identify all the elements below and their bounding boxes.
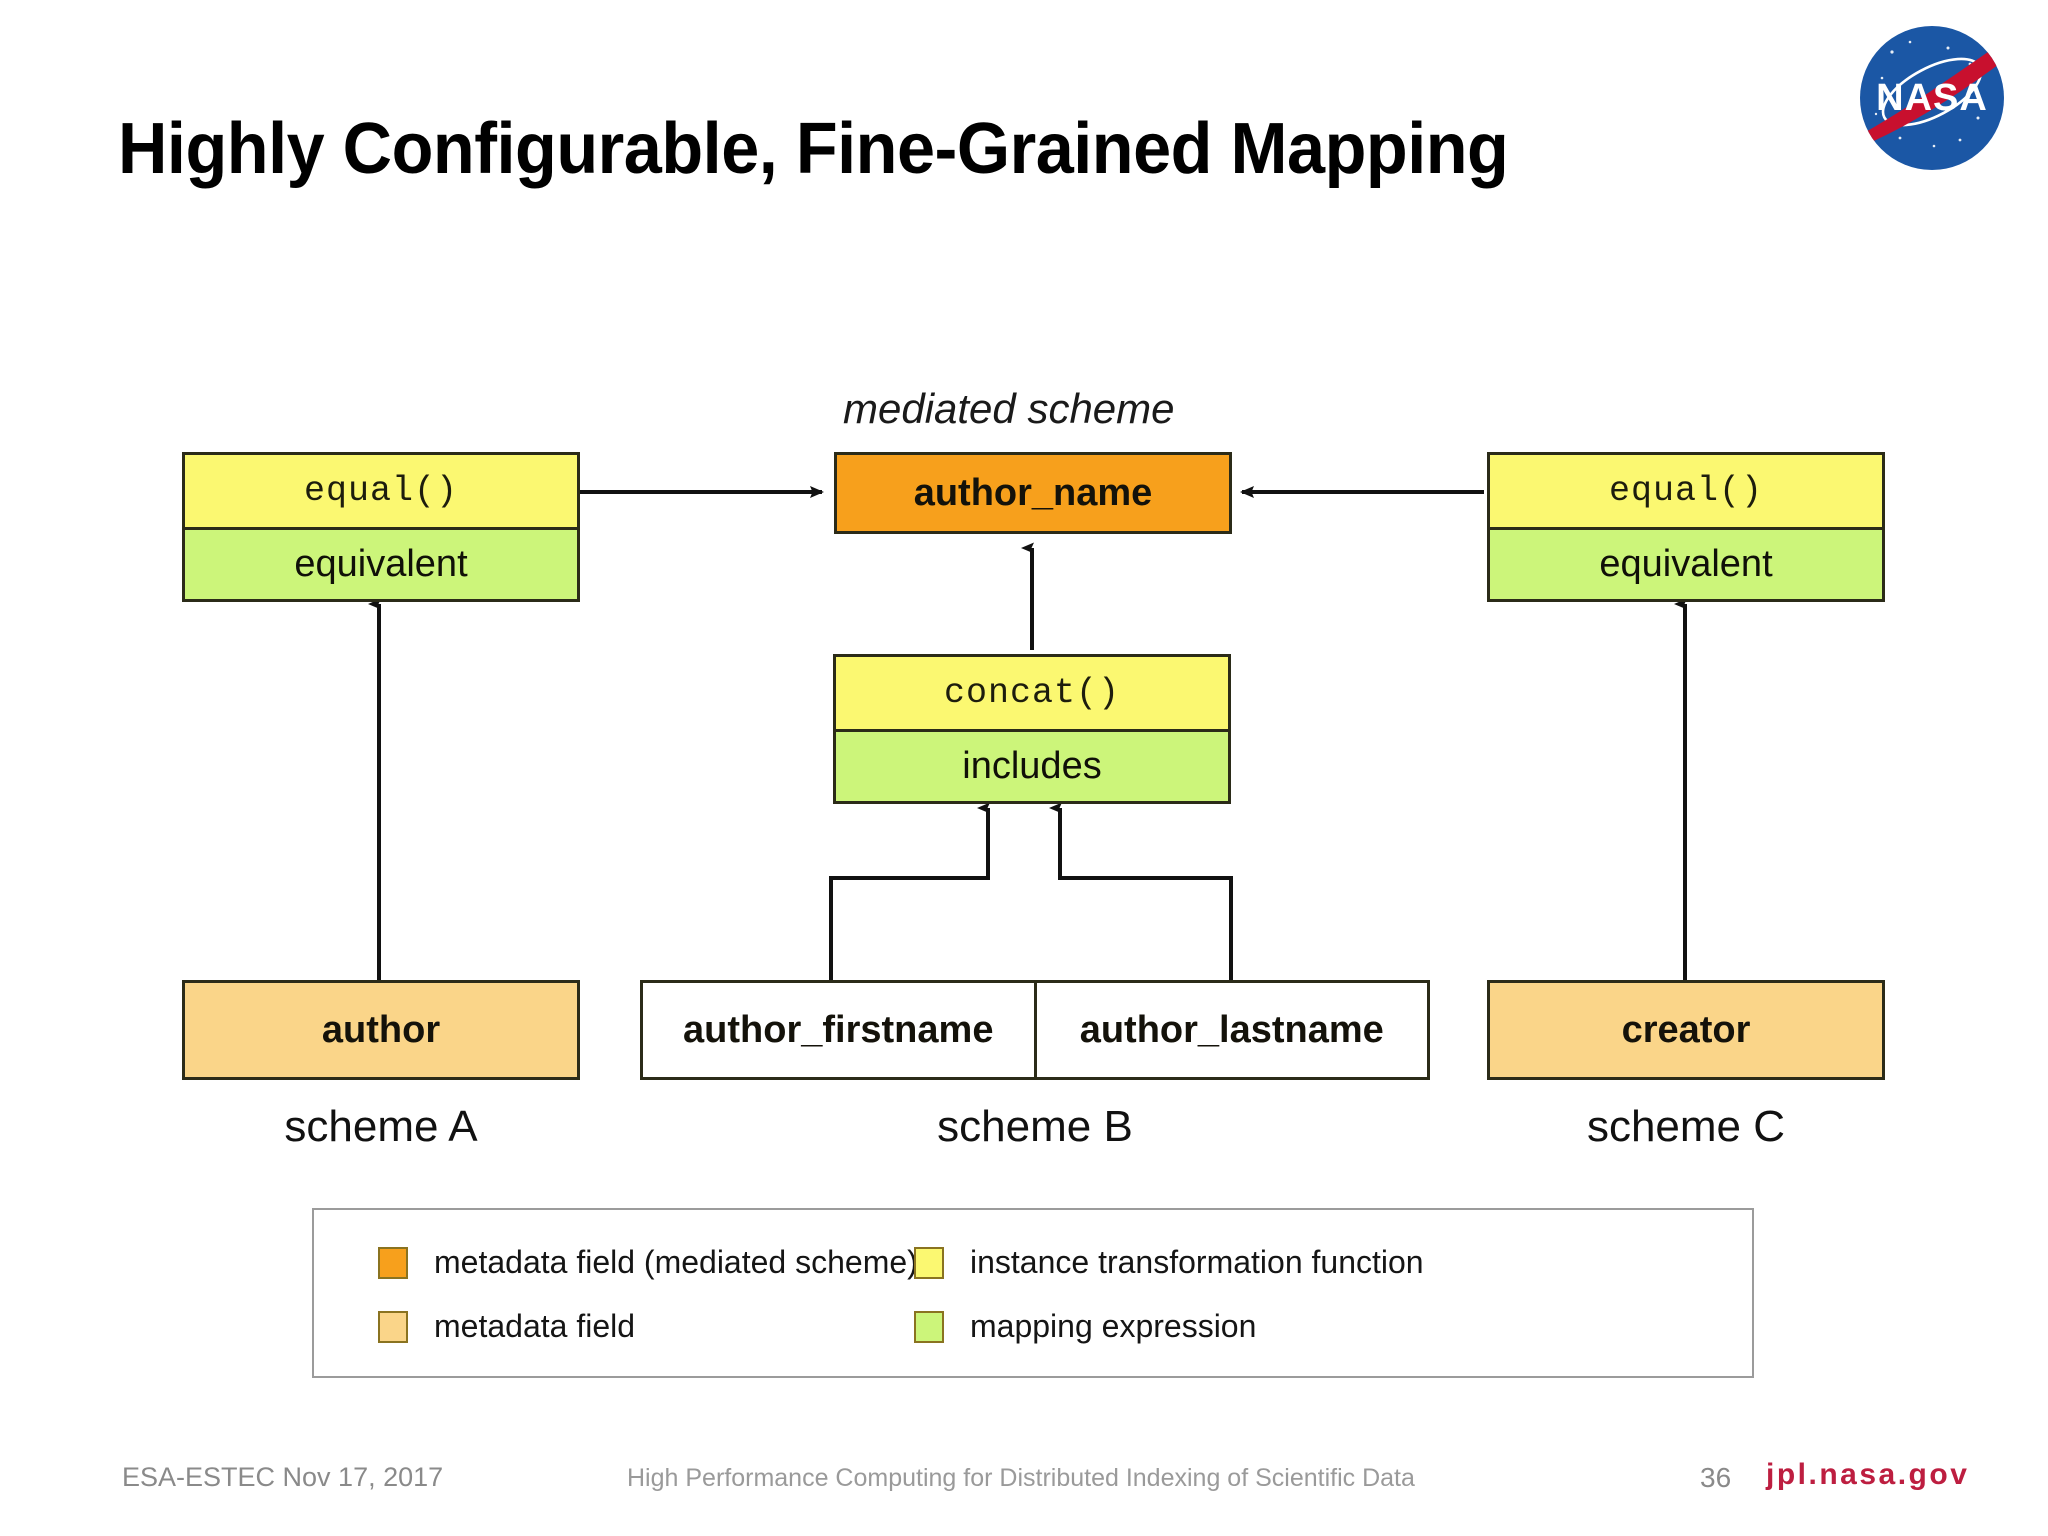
legend-label-mapping-expression: mapping expression <box>970 1308 1257 1344</box>
legend-swatch-mapping-expression <box>914 1310 944 1343</box>
legend: metadata field (mediated scheme) metadat… <box>312 1208 1754 1378</box>
node-field-author[interactable]: author <box>182 980 580 1080</box>
scheme-label-a: scheme A <box>284 1102 478 1151</box>
mapping-right-expression: equivalent <box>1490 527 1882 599</box>
footer-presentation-title: High Performance Computing for Distribut… <box>627 1464 1415 1492</box>
nasa-logo-svg: NASA <box>1860 26 2004 170</box>
legend-swatch-metadata-field <box>378 1310 408 1343</box>
mediated-scheme-label: mediated scheme <box>843 385 1175 432</box>
scheme-label-b: scheme B <box>937 1102 1133 1151</box>
mapping-center-function: concat() <box>836 657 1228 729</box>
node-field-author-label: author <box>321 1008 441 1051</box>
legend-swatch-mediated-field <box>378 1246 408 1279</box>
mapping-left-function: equal() <box>185 455 577 527</box>
mapping-right-function: equal() <box>1490 455 1882 527</box>
mapping-center-expression: includes <box>836 729 1228 801</box>
node-field-group-schemeB[interactable]: author_firstname author_lastname <box>640 980 1430 1080</box>
legend-swatch-transformation-function <box>914 1246 944 1279</box>
footer-url[interactable]: jpl.nasa.gov <box>1766 1458 1970 1491</box>
legend-label-transformation-function: instance transformation function <box>970 1244 1424 1280</box>
nasa-meatball-logo: NASA <box>1852 18 2012 178</box>
logo-swoosh <box>1860 34 2004 146</box>
mapping-left-expression: equivalent <box>185 527 577 599</box>
footer-event-date: ESA-ESTEC Nov 17, 2017 <box>122 1462 444 1492</box>
node-author-name-label: author_name <box>913 471 1153 514</box>
page-title: Highly Configurable, Fine-Grained Mappin… <box>118 109 1509 189</box>
connector-lastname-to-includes <box>1060 808 1233 980</box>
legend-item-mapping-expression: mapping expression <box>914 1308 1256 1345</box>
node-author-name[interactable]: author_name <box>834 452 1232 534</box>
legend-item-mediated-field: metadata field (mediated scheme) <box>378 1244 918 1281</box>
node-mapping-center[interactable]: concat() includes <box>833 654 1231 804</box>
logo-wordmark: NASA <box>1876 77 1988 119</box>
node-field-author-firstname[interactable]: author_firstname <box>683 1008 994 1051</box>
node-field-creator-label: creator <box>1621 1008 1751 1051</box>
node-field-author-lastname[interactable]: author_lastname <box>1033 983 1428 1077</box>
legend-item-metadata-field: metadata field <box>378 1308 635 1345</box>
scheme-label-c: scheme C <box>1586 1102 1786 1151</box>
legend-label-metadata-field: metadata field <box>434 1308 636 1344</box>
node-field-creator[interactable]: creator <box>1487 980 1885 1080</box>
footer-page-number: 36 <box>1700 1462 1732 1493</box>
node-mapping-right[interactable]: equal() equivalent <box>1487 452 1885 602</box>
legend-label-mediated-field: metadata field (mediated scheme) <box>434 1244 918 1280</box>
connector-firstname-to-includes <box>829 808 990 980</box>
legend-item-transformation-function: instance transformation function <box>914 1244 1424 1281</box>
node-mapping-left[interactable]: equal() equivalent <box>182 452 580 602</box>
